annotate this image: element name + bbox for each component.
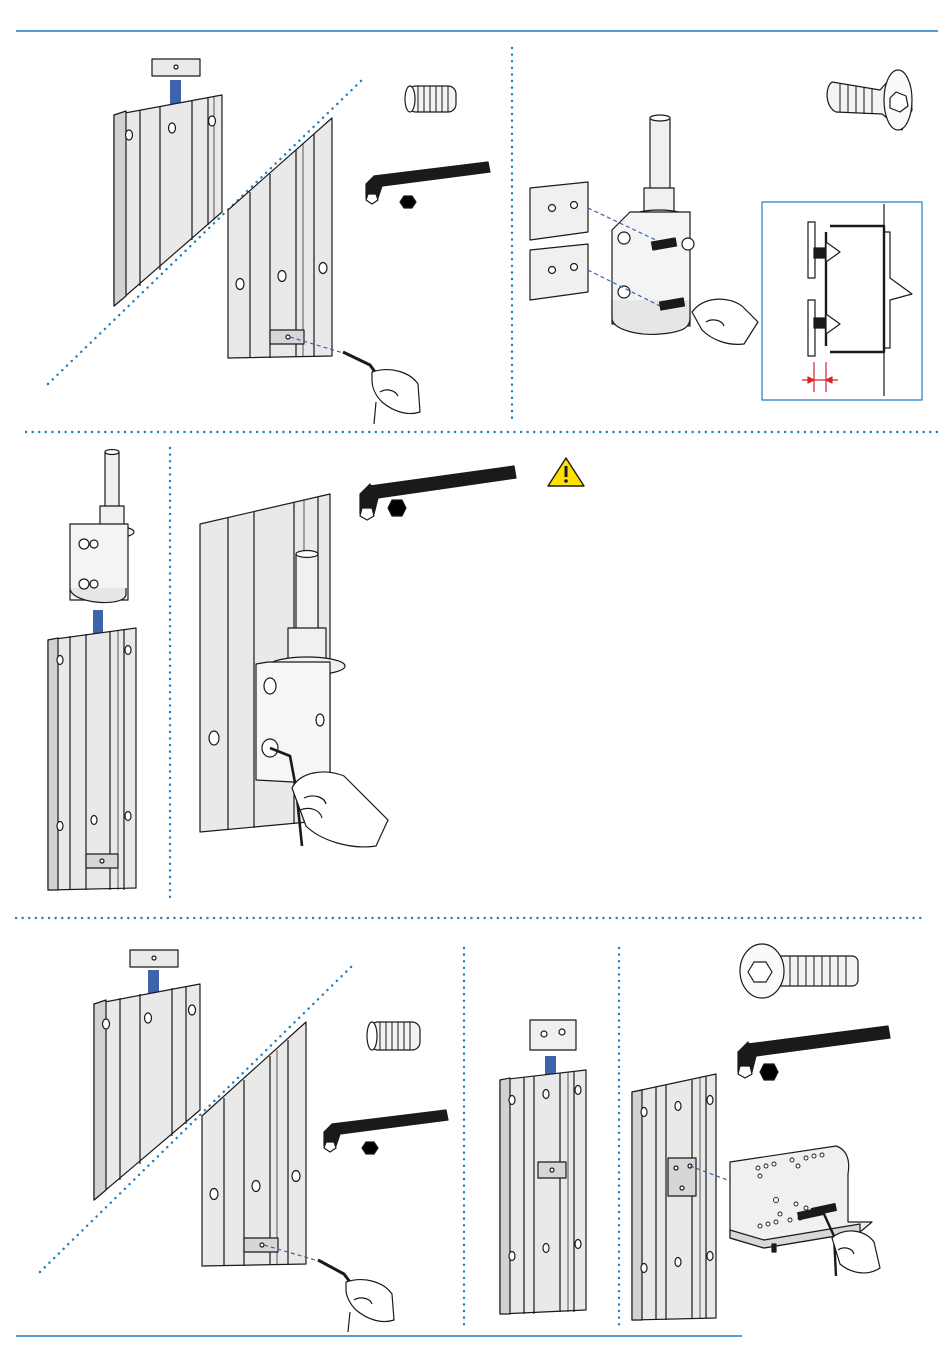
allen-key-icon [324, 1110, 448, 1152]
hex-socket-icon [388, 500, 406, 516]
hand [318, 1260, 394, 1332]
hinge-pin-bracket [70, 450, 134, 603]
detail-inset [762, 202, 922, 400]
hinge-pin-bracket [588, 115, 694, 334]
mounting-plate-top [530, 182, 588, 240]
mounting-plate-bottom [530, 244, 588, 300]
hex-socket-icon [760, 1064, 778, 1080]
hex-socket-icon [400, 196, 416, 208]
step-2-panel [530, 70, 922, 400]
hand [343, 352, 420, 424]
two-hole-plate [530, 1020, 576, 1050]
profile-rail [114, 95, 222, 306]
step-6-panel [632, 944, 890, 1320]
hex-socket-icon [362, 1142, 378, 1154]
grub-screw-icon [367, 1022, 420, 1050]
button-head-screw-icon [740, 944, 858, 998]
profile-rail-detail [228, 118, 350, 358]
warning-icon [548, 458, 584, 486]
profile-rail [500, 1070, 586, 1314]
hand [692, 299, 758, 344]
step-3-panel [48, 450, 584, 891]
step-4-panel [94, 950, 448, 1332]
step-1-panel [114, 59, 490, 424]
step-5-panel [500, 1020, 586, 1314]
allen-key-icon [360, 466, 516, 520]
profile-rail [94, 984, 200, 1200]
allen-key-icon [366, 162, 490, 204]
grub-screw-icon [405, 86, 456, 112]
profile-rail-detail [202, 1022, 322, 1266]
countersunk-screw-icon [827, 70, 912, 130]
profile-rail [48, 628, 136, 890]
